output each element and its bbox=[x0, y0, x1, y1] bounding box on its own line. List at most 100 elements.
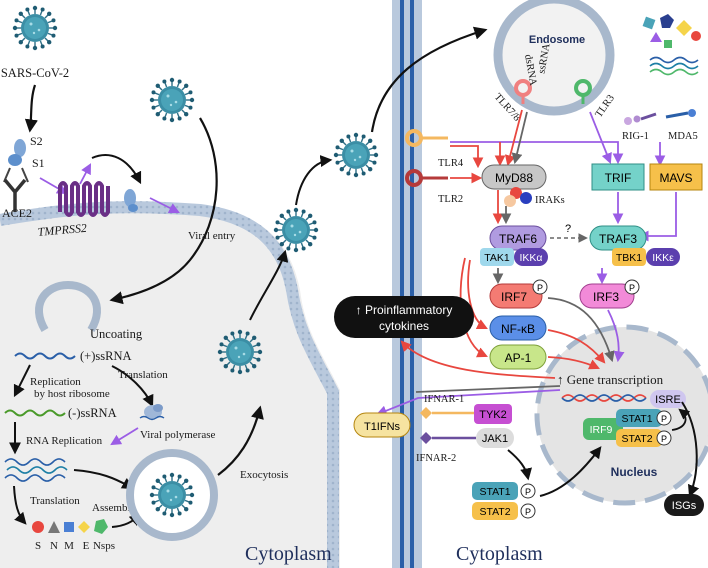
tlr4-label: TLR4 bbox=[438, 158, 464, 169]
ifnar2-icon bbox=[420, 432, 476, 444]
mda5-label: MDA5 bbox=[668, 131, 698, 142]
proinflam-label-2: cytokines bbox=[379, 319, 429, 333]
tak1-label: TAK1 bbox=[484, 252, 510, 264]
ifnar2-label: IFNAR-2 bbox=[416, 453, 456, 464]
tlr4-myd88-arrow bbox=[450, 145, 484, 169]
stat1-p-icon bbox=[520, 483, 536, 499]
ap1-nucleus-arrow bbox=[547, 356, 600, 370]
jak1-node bbox=[476, 428, 514, 448]
stat1-node bbox=[472, 482, 518, 500]
tyk2-label: TYK2 bbox=[479, 409, 507, 421]
tmprss2-icon bbox=[58, 181, 110, 217]
isre-label: ISRE bbox=[655, 394, 681, 406]
released-virion bbox=[273, 207, 319, 253]
pos-ssrna-label: (+)ssRNA bbox=[80, 349, 132, 363]
neg-ssrna-strand bbox=[4, 409, 66, 417]
ikke-node bbox=[646, 248, 680, 266]
rna-replication-label: RNA Replication bbox=[26, 435, 103, 447]
s1-label: S1 bbox=[32, 156, 45, 170]
tbk1-node bbox=[612, 248, 646, 266]
nuclear-stat2-label: STAT2 bbox=[621, 433, 652, 445]
nuclear-stat1-p: P bbox=[661, 414, 667, 424]
translation-arrow-1 bbox=[111, 365, 154, 408]
proinflammatory-node bbox=[334, 296, 474, 338]
isgs-node bbox=[664, 494, 704, 516]
cleavage-arrow bbox=[91, 154, 142, 185]
nuclear-stat2-node bbox=[616, 429, 662, 447]
tlr78-myd88-grey-arrow bbox=[511, 111, 528, 165]
m-protein-icon bbox=[64, 522, 74, 532]
replication-label-2: by host ribosome bbox=[34, 388, 110, 400]
stat2-node bbox=[472, 502, 518, 520]
stat1-p: P bbox=[525, 487, 531, 497]
t1ifns-node bbox=[353, 412, 411, 438]
s-protein-icon bbox=[32, 521, 44, 533]
receptor-virion bbox=[333, 132, 379, 178]
tmprss2-label: TMPRSS2 bbox=[37, 221, 87, 239]
nsps-label: Nsps bbox=[93, 540, 115, 552]
entry-arrow bbox=[24, 84, 38, 133]
irf3-node bbox=[579, 283, 635, 309]
ifnar1-label: IFNAR-1 bbox=[424, 394, 464, 405]
nfkb-nucleus-arrow bbox=[547, 329, 606, 364]
trif-node bbox=[591, 163, 645, 191]
replicated-rna-icon bbox=[4, 458, 68, 482]
endosome bbox=[493, 0, 615, 116]
nuclear-stat1-p-icon bbox=[656, 410, 672, 426]
exocytosis-arrow-up bbox=[217, 405, 264, 476]
pamp-shapes-icon bbox=[642, 14, 701, 76]
viral-polymerase-label: Viral polymerase bbox=[140, 429, 216, 441]
exocytosing-virion bbox=[217, 329, 263, 375]
question-mark: ? bbox=[565, 223, 571, 235]
tlr78-endosomal-icon bbox=[514, 79, 532, 104]
trif-label: TRIF bbox=[605, 171, 632, 185]
transcription-t1ifn-grey bbox=[415, 385, 561, 393]
polymerase-arrow bbox=[110, 427, 139, 446]
exocytosis-label: Exocytosis bbox=[240, 469, 288, 481]
ifnar1-icon bbox=[420, 407, 474, 419]
spike-protein-icon bbox=[3, 139, 29, 183]
tlr78-myd88-arrow bbox=[504, 109, 523, 167]
jak-stat-arrow bbox=[507, 449, 532, 481]
m-label: M bbox=[64, 540, 74, 552]
viral-polymerase-icon bbox=[139, 404, 165, 421]
dsrna-label: dsRNA bbox=[522, 54, 538, 87]
t1ifns-label: T1IFNs bbox=[364, 421, 401, 433]
ikka-node bbox=[514, 248, 548, 266]
irf3-p-label: P bbox=[629, 283, 635, 293]
uncoating-label: Uncoating bbox=[90, 327, 143, 341]
tmprss2-arrow-up bbox=[79, 163, 92, 185]
nsps-icon bbox=[94, 519, 108, 534]
iraks-label: IRAKs bbox=[535, 195, 565, 206]
traf3-label: TRAF3 bbox=[599, 232, 637, 246]
tlr2-icon bbox=[405, 169, 448, 187]
ace2-receptor-icon bbox=[3, 178, 27, 212]
tlr4-trif-arrow bbox=[450, 141, 624, 165]
replication-arrow bbox=[13, 364, 31, 398]
rig1-icon bbox=[624, 112, 657, 125]
stat2-p-icon bbox=[520, 503, 536, 519]
mavs-node bbox=[649, 163, 703, 191]
mavs-traf3-arrow bbox=[637, 192, 677, 242]
release-arrow bbox=[249, 249, 289, 321]
viral-entry-arrow bbox=[109, 117, 218, 305]
irf3-phospho-icon bbox=[624, 279, 640, 295]
tbk1-label: TBK1 bbox=[616, 252, 642, 264]
isgs-label: ISGs bbox=[672, 500, 697, 512]
stat2-label: STAT2 bbox=[479, 506, 510, 518]
nfkb-node bbox=[489, 315, 547, 341]
s-label: S bbox=[35, 540, 41, 552]
cytoplasm-left-label: Cytoplasm bbox=[245, 543, 332, 565]
endocytosis-arrow bbox=[370, 26, 488, 133]
n-label: N bbox=[50, 540, 58, 552]
nuclear-irf9-node bbox=[583, 418, 623, 440]
ikka-label: IKKα bbox=[520, 252, 543, 264]
irf3-label: IRF3 bbox=[593, 290, 619, 304]
pos-ssrna-strand bbox=[14, 352, 76, 360]
isre-node bbox=[650, 390, 686, 408]
structural-proteins bbox=[32, 519, 108, 534]
transcription-t1ifn-arrow bbox=[375, 389, 561, 416]
stat1-label: STAT1 bbox=[479, 486, 510, 498]
